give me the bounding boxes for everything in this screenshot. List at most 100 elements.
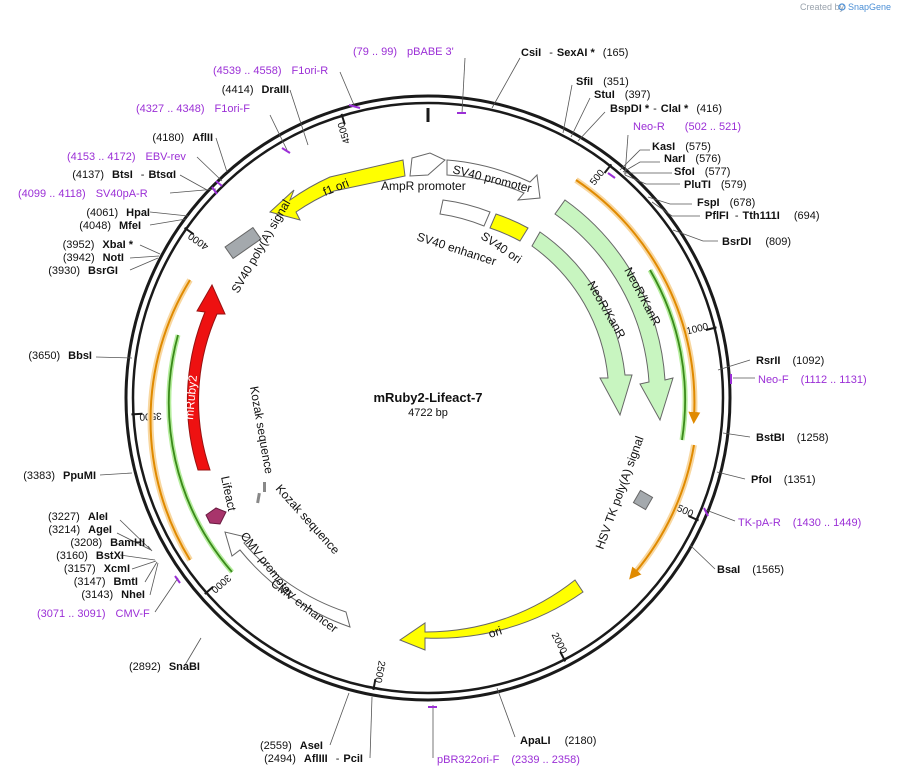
enzyme-noti[interactable]: (3942)NotI	[63, 252, 124, 264]
orf-neo-arc	[575, 179, 701, 424]
enzyme-fspi[interactable]: FspI(678)	[697, 197, 755, 209]
enzyme-bsrdi[interactable]: BsrDI(809)	[722, 236, 791, 248]
enzyme-mfei[interactable]: (4048)MfeI	[79, 220, 141, 232]
feature-sv40-promoter[interactable]	[446, 159, 541, 201]
enzyme-agei[interactable]: (3214)AgeI	[48, 524, 112, 536]
label-kozak-1: Kozak sequence	[247, 385, 276, 475]
enzyme-kasi[interactable]: KasI(575)	[652, 141, 711, 153]
primer-tk-pa-r[interactable]: TK-pA-R(1430 .. 1449)	[738, 517, 861, 529]
tick-mark	[204, 585, 214, 595]
enzyme-bamhi[interactable]: (3208)BamHI	[70, 537, 145, 549]
tick-label: 3000	[208, 572, 232, 595]
label-ori: ori	[487, 623, 504, 640]
primer-pbabe3[interactable]: (79 .. 99)pBABE 3'	[353, 46, 454, 58]
primer-neo-f[interactable]: Neo-F(1112 .. 1131)	[758, 374, 867, 386]
label-lifeact: Lifeact	[218, 475, 239, 513]
primer-f1ori-f[interactable]: (4327 .. 4348)F1ori-F	[136, 103, 250, 115]
tick-mark	[184, 227, 195, 235]
feature-kozak-1	[263, 482, 266, 492]
orf-lower-right-arc	[629, 444, 695, 580]
tick-label: 1000	[685, 321, 710, 337]
tick-label: 500	[588, 167, 607, 187]
feature-lifeact[interactable]	[205, 507, 227, 525]
primer-neo-r[interactable]: Neo-R(502 .. 521)	[633, 121, 741, 133]
enzyme-bsai[interactable]: BsaI(1565)	[717, 564, 784, 576]
orf-neo-inner-arc	[649, 269, 687, 441]
enzyme-apali[interactable]: ApaLI(2180)	[520, 735, 596, 747]
enzyme-asei[interactable]: (2559)AseI	[260, 740, 323, 752]
enzyme-bspdi[interactable]: BspDI *-ClaI *(416)	[610, 103, 722, 115]
primer-pbr322ori-f[interactable]: pBR322ori-F(2339 .. 2358)	[437, 754, 580, 766]
enzyme-nhei[interactable]: (3143)NheI	[81, 589, 145, 601]
tick-mark	[705, 326, 717, 331]
feature-sv40-ori[interactable]	[489, 213, 529, 242]
feature-kozak-2	[256, 492, 261, 504]
feature-sv40-enhancer[interactable]	[439, 199, 491, 227]
label-cmv-promoter: CMV promoter	[238, 529, 297, 599]
enzyme-rsrii[interactable]: RsrII(1092)	[756, 355, 824, 367]
tick-mark	[603, 163, 613, 174]
tick-mark	[559, 651, 567, 662]
enzyme-bstxi[interactable]: (3160)BstXI	[56, 550, 124, 562]
enzyme-snabi[interactable]: (2892)SnaBI	[129, 661, 200, 673]
tick-label: 2000	[549, 631, 569, 656]
enzyme-stui[interactable]: StuI(397)	[594, 89, 650, 101]
tick-label: 4500	[336, 120, 353, 145]
tick-mark	[372, 678, 377, 691]
enzyme-sfoi[interactable]: SfoI(577)	[674, 166, 730, 178]
snapgene-logo-icon	[838, 3, 846, 11]
feature-sv40-polya[interactable]	[224, 226, 262, 260]
enzyme-aflii[interactable]: (4180)AflII	[152, 132, 213, 144]
leader-lines	[95, 57, 755, 759]
enzyme-labels: CsiI-SexAI *(165) SfiI(351) StuI(397) Bs…	[23, 47, 828, 765]
tick-mark	[131, 412, 143, 416]
enzyme-bstbi[interactable]: BstBI(1258)	[756, 432, 829, 444]
primer-cmv-f[interactable]: (3071 .. 3091)CMV-F	[37, 608, 150, 620]
tick-label: 2500	[372, 660, 387, 684]
enzyme-csii[interactable]: CsiI-SexAI *(165)	[521, 47, 628, 59]
enzyme-hpai[interactable]: (4061)HpaI	[86, 207, 150, 219]
feature-ori[interactable]	[398, 579, 584, 651]
enzyme-pflfi[interactable]: PflFI-Tth111I(694)	[705, 210, 820, 222]
primer-marks	[174, 104, 732, 708]
enzyme-sfii[interactable]: SfiI(351)	[576, 76, 629, 88]
tick-label: 4000	[186, 230, 211, 252]
enzyme-bbsi[interactable]: (3650)BbsI	[28, 350, 92, 362]
backbone-inner-ring	[131, 101, 725, 695]
enzyme-bmti[interactable]: (3147)BmtI	[74, 576, 138, 588]
feature-mruby2[interactable]	[186, 283, 226, 471]
feature-arrows	[186, 152, 674, 651]
primer-labels: (79 .. 99)pBABE 3' (4539 .. 4558)F1ori-R…	[18, 46, 867, 766]
enzyme-alei[interactable]: (3227)AleI	[48, 511, 108, 523]
enzyme-ppumi[interactable]: (3383)PpuMI	[23, 470, 96, 482]
feature-hsv-tk-polya[interactable]	[632, 489, 654, 511]
enzyme-pfoi[interactable]: PfoI(1351)	[751, 474, 816, 486]
tick-mark	[688, 515, 699, 522]
primer-ebv-rev[interactable]: (4153 .. 4172)EBV-rev	[67, 151, 186, 163]
feature-amp-promoter[interactable]	[409, 152, 446, 177]
enzyme-xbai[interactable]: (3952)XbaI *	[63, 239, 134, 251]
label-hsv-tk-polya: HSV TK poly(A) signal	[593, 434, 647, 551]
feature-neor-outer[interactable]	[554, 199, 674, 422]
primer-f1ori-r[interactable]: (4539 .. 4558)F1ori-R	[213, 65, 328, 77]
plasmid-name: mRuby2-Lifeact-7	[373, 390, 482, 405]
enzyme-pluti[interactable]: PluTI(579)	[684, 179, 747, 191]
tick-mark	[340, 113, 346, 125]
backbone-outer-ring	[124, 94, 732, 702]
feature-f1-ori[interactable]	[268, 159, 406, 221]
feature-cmv-enhancer[interactable]	[224, 531, 351, 628]
orf-left-arc	[149, 279, 191, 561]
watermark-prefix: Created by	[800, 2, 845, 12]
orf-arcs	[147, 177, 701, 580]
enzyme-bsrgi[interactable]: (3930)BsrGI	[48, 265, 118, 277]
enzyme-nari[interactable]: NarI(576)	[664, 153, 721, 165]
feature-neor-inner[interactable]	[531, 231, 633, 417]
orf-left-inner-arc	[168, 334, 233, 573]
enzyme-xcmi[interactable]: (3157)XcmI	[64, 563, 130, 575]
enzyme-afliii[interactable]: (2494)AflIII-PciI	[264, 753, 363, 765]
enzyme-btsi[interactable]: (4137)BtsI-BtsαI	[72, 169, 176, 181]
primer-sv40pa-r[interactable]: (4099 .. 4118)SV40pA-R	[18, 188, 148, 200]
enzyme-draiii[interactable]: (4414)DraIII	[222, 84, 289, 96]
label-mruby2: mRuby2	[182, 374, 200, 420]
